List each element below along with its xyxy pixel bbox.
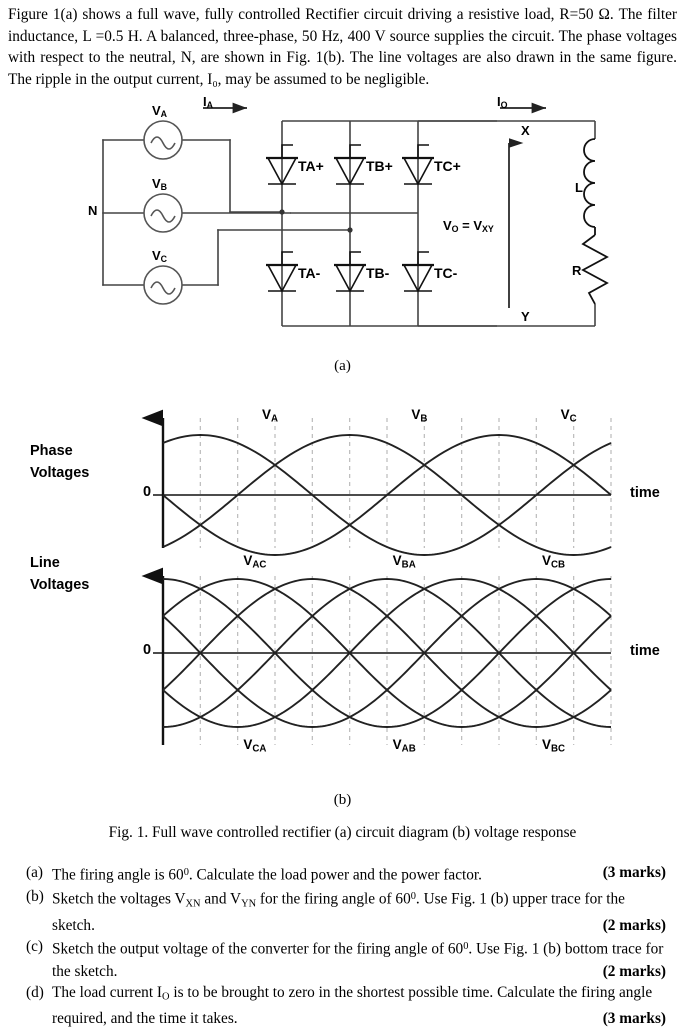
- chart-curves: [162, 434, 612, 728]
- question-marks: (3 marks): [602, 1010, 666, 1028]
- series-label-VBA: VBA: [392, 553, 416, 571]
- thyristor-label-tb-minus: TB-: [366, 265, 390, 281]
- series-label-VA: VA: [262, 407, 279, 425]
- intro-paragraph: Figure 1(a) shows a full wave, fully con…: [8, 6, 677, 88]
- question-tag: (d): [26, 984, 44, 1002]
- series-label-VCB: VCB: [542, 553, 566, 571]
- source-symbols: [143, 120, 183, 305]
- line-time-axis-label: time: [630, 643, 660, 659]
- phase-voltages-label-line1: Phase: [30, 443, 73, 459]
- source-c-symbol: [143, 265, 183, 305]
- source-a-symbol: [143, 120, 183, 160]
- thyristor-label-ta-minus: TA-: [298, 265, 321, 281]
- node-y-label: Y: [521, 309, 530, 324]
- series-label-VBC: VBC: [542, 737, 566, 755]
- thyristor-tc-plus: [402, 144, 434, 186]
- line-voltages-axis-label: Line Voltages: [30, 552, 89, 596]
- series-label-VB: VB: [411, 407, 428, 425]
- question-item-d: (d) The load current IO is to be brought …: [26, 982, 666, 1030]
- curve-VB: [162, 434, 612, 556]
- input-current-label: IA: [203, 94, 214, 111]
- source-b-sine-icon: [150, 209, 176, 223]
- junction-dot-a: [279, 209, 285, 215]
- series-label-VAC: VAC: [243, 553, 267, 571]
- question-item-c: (c) Sketch the output voltage of the conv…: [26, 936, 666, 982]
- figure-part-b-label: (b): [333, 792, 352, 808]
- series-label-VCA: VCA: [243, 737, 267, 755]
- phase-time-axis-label: time: [630, 485, 660, 501]
- question-tag: (a): [26, 864, 43, 881]
- question-marks: (2 marks): [602, 962, 666, 980]
- thyristor-tb-plus: [334, 144, 366, 186]
- line-zero-tick-label: 0: [143, 642, 152, 658]
- resistor-label: R: [572, 263, 582, 278]
- source-a-sine-icon: [150, 136, 176, 150]
- source-a-label: VA: [152, 103, 168, 120]
- thyristor-ta-plus: [266, 144, 298, 186]
- curve-VA: [162, 434, 612, 556]
- resistor-symbol: [581, 234, 609, 305]
- inductor-label: L: [575, 180, 583, 195]
- chart-axes: [141, 409, 611, 745]
- question-text: The firing angle is 600. Calculate the l…: [52, 864, 666, 884]
- output-voltage-label: VO = VXY: [443, 218, 494, 235]
- curve-VCB: [162, 578, 612, 728]
- phase-voltages-label-line2: Voltages: [30, 465, 90, 481]
- inductor-symbol: [583, 138, 596, 235]
- question-tag: (c): [26, 938, 43, 956]
- circuit-diagram-figure: VA VB VC N IA IO TA+ TB+ TC+ TA- TB- TC-…: [0, 94, 685, 345]
- question-item-b: (b) Sketch the voltages VXN and VYN for t…: [26, 886, 666, 936]
- waveform-svg: [141, 409, 612, 745]
- figure-part-a-label: (a): [334, 358, 351, 374]
- curve-VBC: [162, 578, 612, 728]
- thyristor-label-tb-plus: TB+: [366, 158, 393, 174]
- thyristor-label-ta-plus: TA+: [298, 158, 324, 174]
- question-list: (a) The firing angle is 600. Calculate th…: [26, 862, 666, 1030]
- thyristor-label-tc-minus: TC-: [434, 265, 458, 281]
- figure-caption: Fig. 1. Full wave controlled rectifier (…: [108, 824, 577, 841]
- series-label-VAB: VAB: [392, 737, 416, 755]
- thyristor-ta-minus: [266, 251, 298, 293]
- line-voltages-label-line1: Line: [30, 555, 60, 571]
- circuit-svg: [102, 102, 609, 327]
- source-b-symbol: [143, 193, 183, 233]
- source-c-sine-icon: [150, 281, 176, 295]
- curve-VC: [162, 434, 612, 556]
- thyristor-tc-minus: [402, 251, 434, 293]
- phase-zero-tick-label: 0: [143, 484, 152, 500]
- line-voltages-label-line2: Voltages: [30, 577, 90, 593]
- thyristor-group: [266, 144, 434, 293]
- node-x-label: X: [521, 123, 530, 138]
- question-item-a: (a) The firing angle is 600. Calculate th…: [26, 862, 666, 886]
- question-text: Sketch the output voltage of the convert…: [52, 936, 666, 982]
- phase-voltages-axis-label: Phase Voltages: [30, 440, 89, 484]
- junction-dot-c: [347, 227, 353, 233]
- output-current-label: IO: [497, 94, 508, 111]
- question-marks: (2 marks): [602, 916, 666, 934]
- question-tag: (b): [26, 888, 44, 906]
- source-c-label: VC: [152, 248, 168, 265]
- question-marks: (3 marks): [602, 864, 666, 881]
- series-label-VC: VC: [560, 407, 577, 425]
- thyristor-label-tc-plus: TC+: [434, 158, 461, 174]
- chart-gridlines: [199, 418, 612, 745]
- question-text: Sketch the voltages VXN and VYN for the …: [52, 886, 666, 936]
- source-b-label: VB: [152, 176, 168, 193]
- neutral-label: N: [88, 203, 98, 218]
- thyristor-tb-minus: [334, 251, 366, 293]
- question-text: The load current IO is to be brought to …: [52, 982, 666, 1030]
